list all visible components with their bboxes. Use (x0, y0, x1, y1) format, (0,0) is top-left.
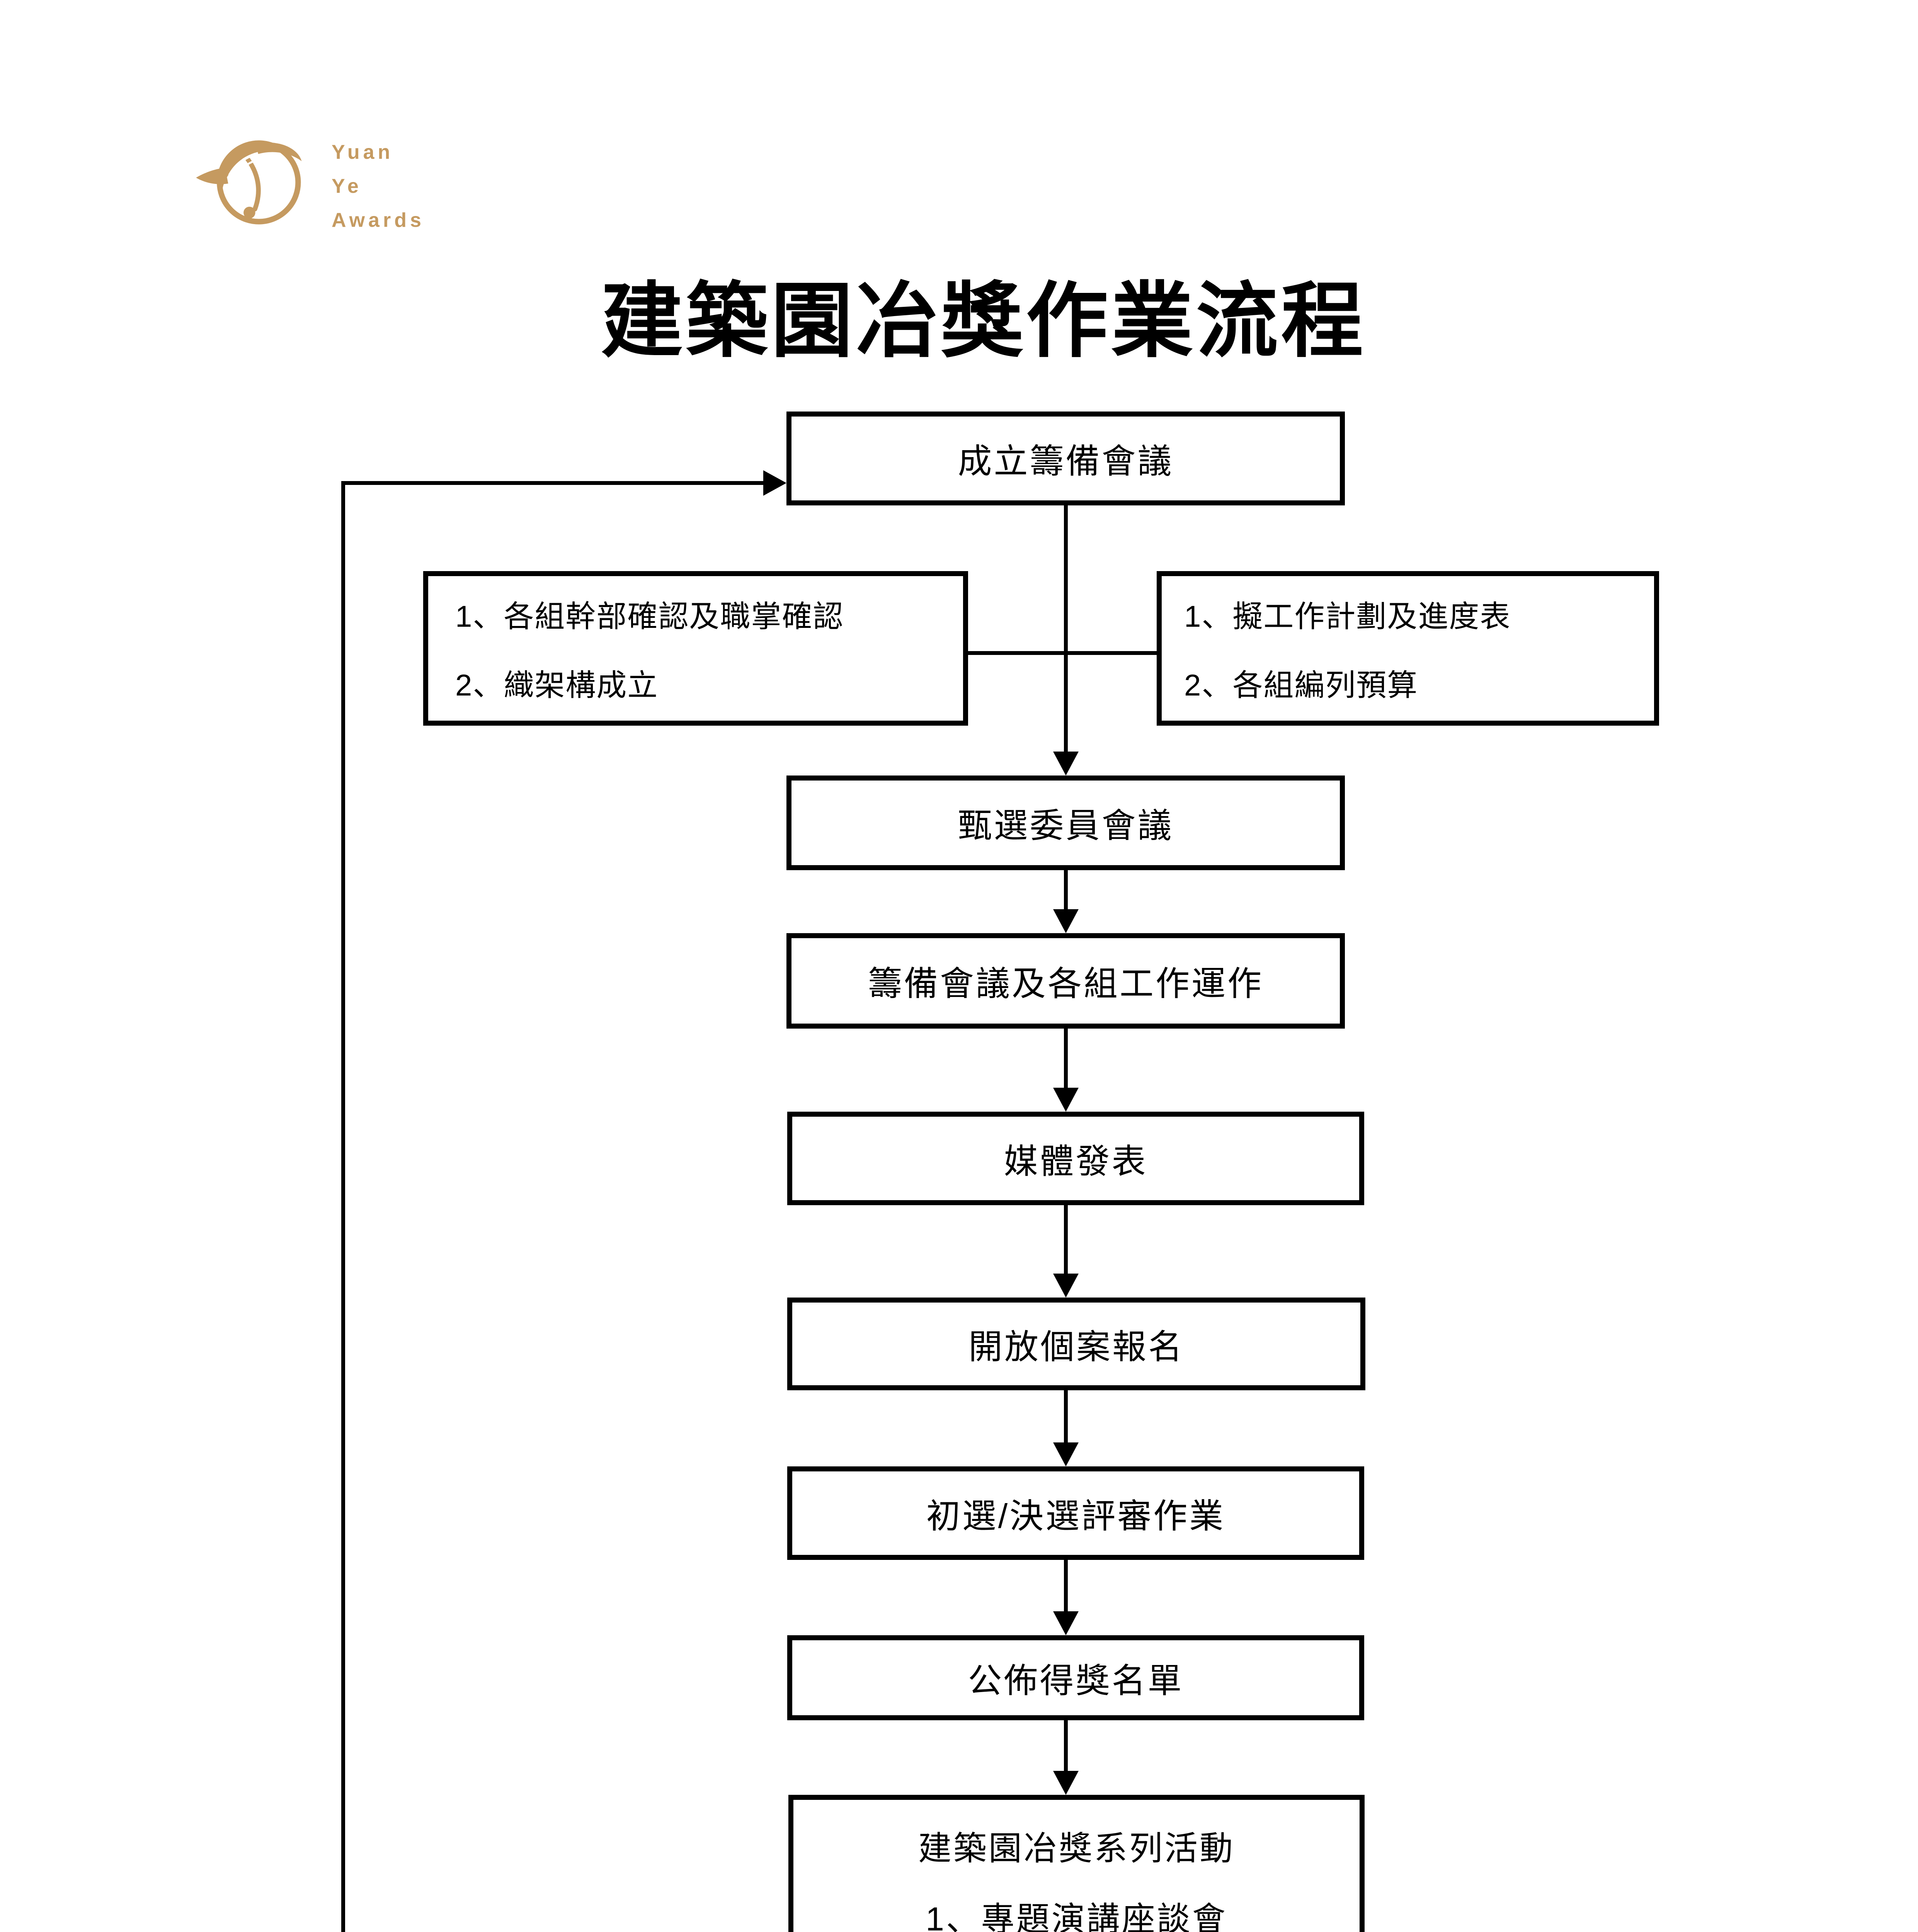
series-item: 1、專題演講座談會 (926, 1900, 1227, 1932)
arrow-registration-to-review (1064, 1390, 1068, 1444)
note-line: 2、織架構成立 (455, 668, 659, 702)
flow-box-establish-prep-meeting: 成立籌備會議 (786, 412, 1345, 505)
arrow-review-to-announce (1064, 1560, 1068, 1613)
page-title: 建築園冶獎作業流程 (601, 275, 1366, 367)
flow-box-label: 甄選委員會議 (958, 806, 1174, 845)
logo-wordmark: Yuan Ye Awards (332, 135, 425, 237)
arrowhead-down-icon (1053, 1088, 1079, 1112)
feedback-loop-vertical-line (341, 481, 345, 1932)
logo-word-ye: Ye (332, 175, 362, 197)
yuan-ye-bird-logo-icon (191, 131, 313, 234)
flow-box-open-registration: 開放個案報名 (787, 1298, 1365, 1390)
logo-word-yuan: Yuan (332, 141, 394, 163)
flow-box-label: 媒體發表 (1004, 1142, 1148, 1180)
flow-box-label: 籌備會議及各組工作運作 (868, 964, 1263, 1003)
arrow-committee-to-prep-ops (1064, 870, 1068, 911)
note-line: 1、各組幹部確認及職掌確認 (455, 599, 844, 633)
feedback-loop-top-line (343, 481, 763, 485)
flow-box-label: 成立籌備會議 (958, 442, 1174, 480)
arrowhead-down-icon (1053, 1611, 1079, 1635)
flow-box-selection-committee: 甄選委員會議 (786, 776, 1345, 870)
logo-word-awards: Awards (332, 209, 425, 231)
flow-box-review-judging: 初選/決選評審作業 (787, 1466, 1364, 1560)
flow-box-right-note: 1、擬工作計劃及進度表 2、各組編列預算 (1157, 571, 1659, 726)
flow-box-media-release: 媒體發表 (787, 1112, 1364, 1205)
flow-box-label: 開放個案報名 (968, 1327, 1184, 1366)
note-line: 1、擬工作計劃及進度表 (1184, 599, 1511, 633)
arrowhead-down-icon (1053, 752, 1079, 776)
series-heading: 建築園冶獎系列活動 (918, 1830, 1235, 1867)
connector-left-right-notes (968, 651, 1157, 655)
arrowhead-down-icon (1053, 1771, 1079, 1795)
flow-box-announce-winners: 公佈得獎名單 (787, 1635, 1364, 1720)
flow-box-prep-meeting-group-ops: 籌備會議及各組工作運作 (786, 933, 1345, 1029)
arrow-establish-to-committee (1064, 505, 1068, 753)
flow-box-left-note: 1、各組幹部確認及職掌確認 2、織架構成立 (423, 571, 968, 726)
arrowhead-down-icon (1053, 1274, 1079, 1298)
flow-box-award-series-events: 建築園冶獎系列活動 1、專題演講座談會 2、得獎作品參觀活動 (788, 1795, 1365, 1932)
arrowhead-down-icon (1053, 909, 1079, 933)
arrowhead-down-icon (1053, 1442, 1079, 1466)
arrow-media-to-registration (1064, 1205, 1068, 1275)
arrow-prep-ops-to-media (1064, 1029, 1068, 1089)
note-line: 2、各組編列預算 (1184, 668, 1418, 702)
arrow-announce-to-series (1064, 1720, 1068, 1772)
flow-box-label: 公佈得獎名單 (968, 1661, 1184, 1700)
arrowhead-right-icon (763, 470, 786, 496)
flow-box-label: 初選/決選評審作業 (926, 1497, 1225, 1535)
